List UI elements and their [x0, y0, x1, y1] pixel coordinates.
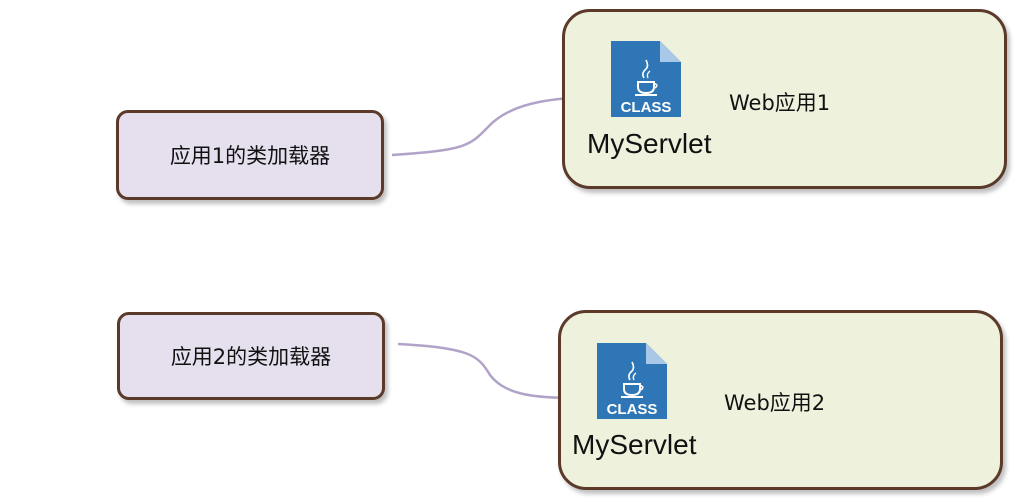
webapp-label-2: Web应用2: [724, 391, 826, 415]
connector-arrow-2: [397, 342, 577, 402]
loader-box-1: 应用1的类加载器: [116, 110, 384, 200]
loader-box-2: 应用2的类加载器: [117, 312, 385, 400]
loader-label-2: 应用2的类加载器: [170, 345, 332, 369]
class-icon-text-1: CLASS: [621, 99, 672, 116]
java-class-file-icon: CLASS: [611, 41, 681, 117]
java-class-file-icon: CLASS: [597, 343, 667, 419]
webapp-label-1: Web应用1: [729, 91, 831, 115]
class-name-1: MyServlet: [587, 128, 712, 159]
class-name-2: MyServlet: [572, 429, 697, 460]
loader-label-1: 应用1的类加载器: [169, 144, 331, 168]
class-icon-text-2: CLASS: [607, 401, 658, 418]
